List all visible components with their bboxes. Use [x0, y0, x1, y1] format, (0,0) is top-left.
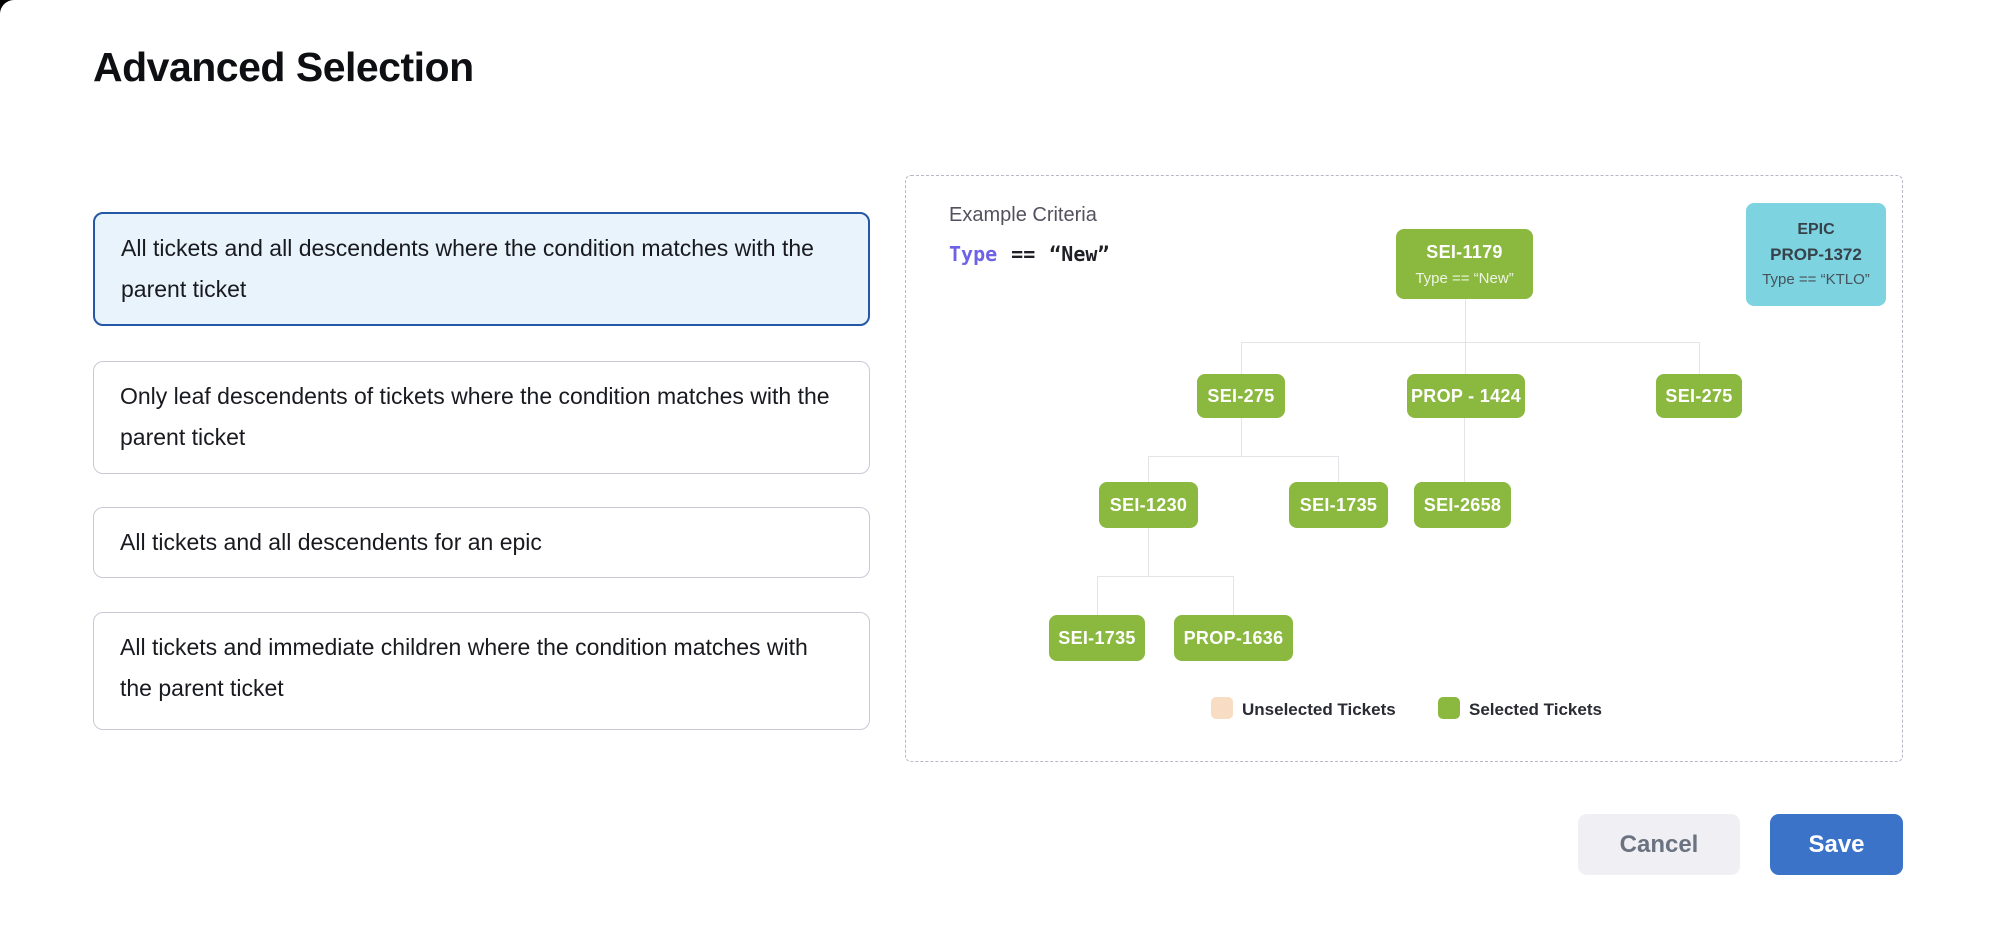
- criteria-value: “New”: [1049, 242, 1110, 266]
- ticket-node: SEI-275: [1197, 374, 1285, 418]
- ticket-node: SEI-1735: [1049, 615, 1145, 661]
- tree-connector: [1338, 456, 1339, 482]
- ticket-id: SEI-1230: [1109, 494, 1188, 515]
- option-label: All tickets and all descendents for an e…: [120, 529, 542, 555]
- ticket-node: SEI-2658: [1414, 482, 1511, 528]
- tree-connector: [1097, 576, 1233, 577]
- tree-connector: [1148, 456, 1149, 482]
- legend-label-selected: Selected Tickets: [1469, 700, 1602, 719]
- tree-connector: [1464, 418, 1465, 482]
- ticket-id: PROP-1636: [1183, 627, 1284, 648]
- ticket-condition: Type == “New”: [1415, 269, 1514, 287]
- option-label: All tickets and immediate children where…: [120, 634, 808, 701]
- ticket-node: SEI-1230: [1099, 482, 1198, 528]
- tree-connector: [1097, 576, 1098, 615]
- criteria-field: Type: [949, 242, 998, 266]
- ticket-id: SEI-1735: [1299, 494, 1378, 515]
- criteria-operator: ==: [1011, 242, 1036, 266]
- ticket-id: SEI-275: [1665, 385, 1733, 406]
- tree-connector: [1148, 456, 1339, 457]
- example-criteria-heading: Example Criteria: [949, 204, 1097, 226]
- ticket-node: PROP-1636: [1174, 615, 1293, 661]
- tree-connector: [1233, 576, 1234, 615]
- epic-condition: Type == “KTLO”: [1762, 271, 1870, 288]
- ticket-id: SEI-1735: [1058, 627, 1136, 648]
- option-label: All tickets and all descendents where th…: [121, 235, 814, 302]
- page-title: Advanced Selection: [93, 44, 474, 90]
- legend-swatch-unselected: [1211, 697, 1233, 719]
- cancel-button[interactable]: Cancel: [1578, 814, 1740, 875]
- criteria-expression: Type == “New”: [949, 242, 1109, 266]
- epic-id: PROP-1372: [1770, 245, 1862, 264]
- ticket-id: SEI-275: [1207, 385, 1275, 406]
- legend-swatch-selected: [1438, 697, 1460, 719]
- ticket-node: SEI-275: [1656, 374, 1742, 418]
- ticket-node-root: SEI-1179 Type == “New”: [1396, 229, 1533, 299]
- epic-card: EPIC PROP-1372 Type == “KTLO”: [1746, 203, 1886, 306]
- tree-connector: [1465, 342, 1466, 374]
- tree-connector: [1241, 342, 1699, 343]
- save-button[interactable]: Save: [1770, 814, 1903, 875]
- ticket-id: SEI-1179: [1426, 241, 1503, 262]
- example-criteria-panel: Example Criteria Type == “New” EPIC PROP-1…: [905, 175, 1903, 762]
- ticket-node: SEI-1735: [1289, 482, 1388, 528]
- ticket-id: SEI-2658: [1423, 494, 1502, 515]
- option-all-descendents-condition[interactable]: All tickets and all descendents where th…: [93, 212, 870, 326]
- ticket-id: PROP - 1424: [1410, 385, 1522, 406]
- tree-connector: [1699, 342, 1700, 374]
- tree-connector: [1465, 299, 1466, 342]
- option-immediate-children-condition[interactable]: All tickets and immediate children where…: [93, 612, 870, 730]
- option-all-descendents-epic[interactable]: All tickets and all descendents for an e…: [93, 507, 870, 578]
- legend-label-unselected: Unselected Tickets: [1242, 700, 1396, 719]
- tree-connector: [1241, 418, 1242, 456]
- option-label: Only leaf descendents of tickets where t…: [120, 383, 830, 450]
- option-leaf-descendents-condition[interactable]: Only leaf descendents of tickets where t…: [93, 361, 870, 474]
- tree-connector: [1241, 342, 1242, 374]
- ticket-node: PROP - 1424: [1407, 374, 1525, 418]
- tree-connector: [1148, 528, 1149, 576]
- epic-tag: EPIC: [1797, 221, 1835, 238]
